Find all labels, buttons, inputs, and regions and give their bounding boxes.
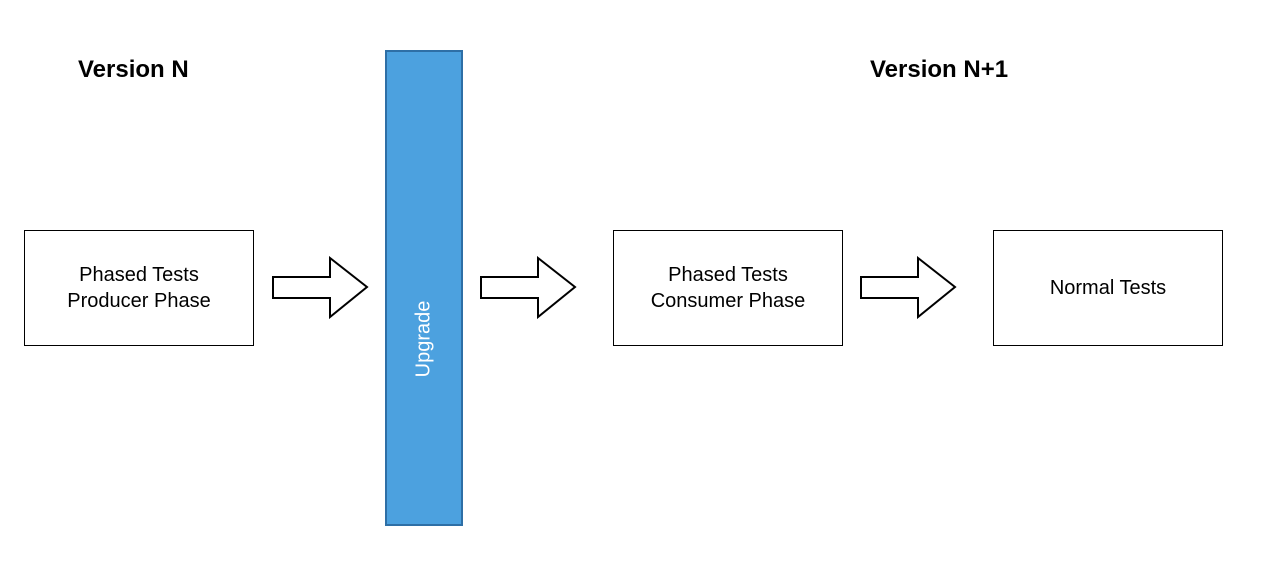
normal-tests-box: Normal Tests (993, 230, 1223, 346)
right-arrow-icon (272, 256, 369, 320)
upgrade-bar: Upgrade (385, 50, 463, 526)
right-arrow-icon (480, 256, 577, 320)
box-label-line: Producer Phase (67, 290, 211, 312)
box-label-line: Phased Tests (668, 264, 788, 286)
right-arrow-icon (860, 256, 957, 320)
producer-phase-box: Phased Tests Producer Phase (24, 230, 254, 346)
version-n-plus-1-heading: Version N+1 (870, 56, 1009, 83)
box-label-line: Normal Tests (1049, 277, 1167, 299)
version-n-heading: Version N (78, 56, 189, 83)
upgrade-label: Upgrade (412, 300, 435, 378)
box-label-line: Phased Tests (79, 264, 199, 286)
box-label-line: Consumer Phase (650, 290, 806, 312)
consumer-phase-box: Phased Tests Consumer Phase (613, 230, 843, 346)
